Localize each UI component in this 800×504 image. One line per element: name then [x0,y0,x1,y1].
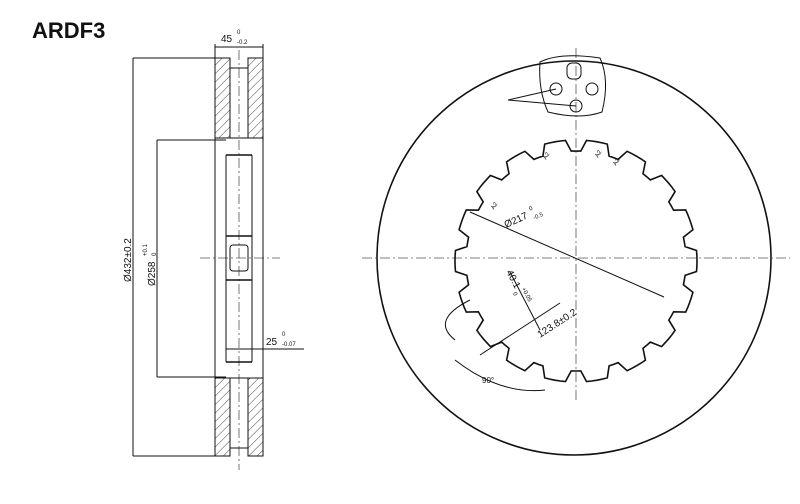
surface-mark: A2 [613,157,622,167]
thickness-dim: 45 [221,34,233,45]
front-view: Ø217 0 -0.5 40.1 +0.05 0 123.8±0.2 90° A… [362,48,790,456]
bore-diameter-dim: Ø217 [503,211,530,231]
bore-tol-upper: 0 [528,205,534,212]
thickness-tol-upper: 0 [237,30,241,36]
slot-width-dim: 40.1 [503,268,522,291]
angle-dim: 90° [482,376,494,385]
outer-diameter-dim: Ø432±0.2 [123,238,134,282]
slot-width-group: 40.1 +0.05 0 [503,268,532,303]
hub-width-dim: 25 [266,337,278,348]
surface-mark: A2 [543,151,552,161]
bore-tol-lower: -0.5 [532,212,544,222]
surface-mark: A2 [491,201,500,211]
hub-width-tol-lower: -0.07 [282,342,296,348]
surface-mark: A2 [595,149,604,159]
inner-diameter-tol-lower: 0 [152,252,158,256]
slot-distance-dim: 123.8±0.2 [536,307,580,341]
inner-diameter-tol-upper: +0.1 [143,243,149,256]
thickness-tol-lower: -0.2 [237,40,248,46]
drawing-title: ARDF3 [32,18,106,43]
side-view: 45 0 -0.2 Ø432±0.2 Ø258 +0.1 0 25 0 -0.0… [123,30,304,470]
bore-diameter-group: Ø217 0 -0.5 [503,205,545,231]
hub-width-tol-upper: 0 [282,332,286,338]
toothed-bore [454,139,698,383]
inner-diameter-dim: Ø258 [147,261,158,286]
slot-tol-lower: 0 [511,291,518,297]
